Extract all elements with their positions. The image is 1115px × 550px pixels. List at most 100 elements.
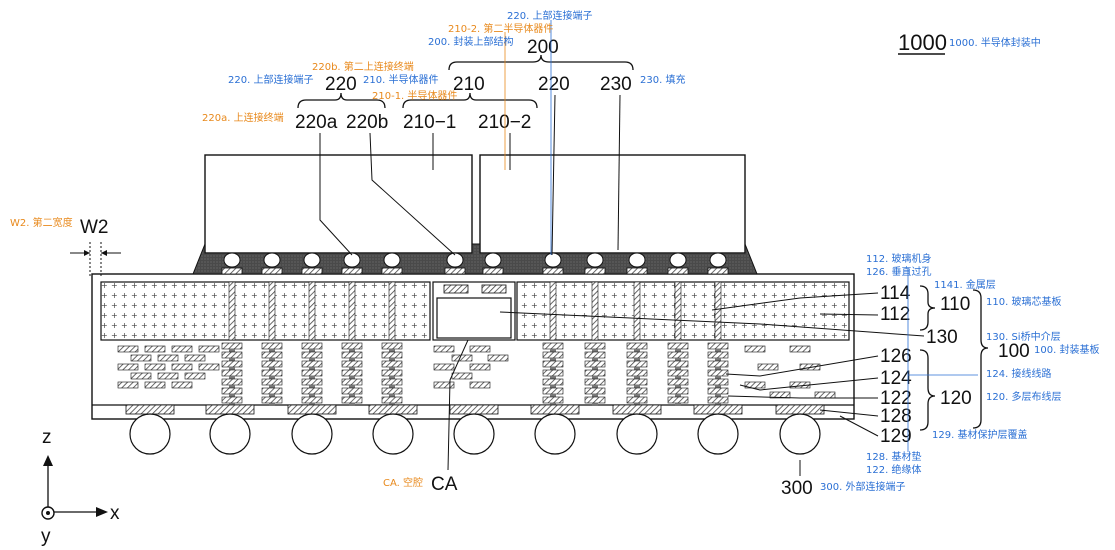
annotation-220b: 220b. 第二上连接终端	[312, 60, 414, 73]
leader-124	[739, 377, 879, 391]
external-connection-ball	[697, 413, 739, 455]
ref-CA: CA	[431, 474, 458, 495]
brace-200	[448, 54, 634, 71]
external-connection-ball	[129, 413, 171, 455]
vertical-via	[550, 403, 556, 406]
vertical-via	[592, 394, 598, 397]
vertical-via	[229, 367, 235, 370]
annotation-120: 120. 多层布线层	[986, 390, 1061, 403]
vertical-via	[715, 385, 721, 388]
x-arrow-icon	[96, 507, 108, 517]
axis-x-label: x	[110, 503, 120, 524]
solder-bump	[709, 252, 727, 268]
wiring-line	[381, 369, 403, 377]
wiring-line	[584, 360, 606, 368]
vertical-via	[229, 349, 235, 352]
solder-bump	[223, 252, 241, 268]
solder-bump	[544, 252, 562, 268]
wiring-line	[301, 378, 323, 386]
vertical-via	[550, 376, 556, 379]
wiring-line	[769, 391, 791, 399]
wiring-line	[469, 363, 491, 371]
wiring-line	[341, 351, 363, 359]
wiring-line	[341, 342, 363, 350]
wiring-line	[707, 351, 729, 359]
leader-220b	[369, 132, 456, 256]
vertical-via	[675, 367, 681, 370]
wiring-line	[198, 363, 220, 371]
wiring-line	[171, 363, 193, 371]
ref-128: 128	[880, 406, 912, 427]
ref-122: 122	[880, 388, 912, 409]
external-connection-ball	[453, 413, 495, 455]
vertical-via	[309, 385, 315, 388]
wiring-line	[198, 345, 220, 353]
annotation-220a: 220a. 上连接终端	[202, 111, 284, 124]
wiring-line	[184, 354, 206, 362]
wiring-line	[626, 369, 648, 377]
vertical-via	[389, 385, 395, 388]
vertical-via	[550, 349, 556, 352]
wiring-line	[626, 396, 648, 404]
vertical-via	[269, 349, 275, 352]
wiring-line	[171, 381, 193, 389]
bump-pad	[707, 267, 729, 275]
vertical-via	[675, 376, 681, 379]
solder-bump	[263, 252, 281, 268]
base-pad	[368, 404, 418, 415]
vertical-via	[675, 349, 681, 352]
z-arrow-icon	[43, 455, 53, 466]
wiring-line	[667, 387, 689, 395]
vertical-via	[349, 403, 355, 406]
solder-bump	[383, 252, 401, 268]
wiring-line	[144, 381, 166, 389]
vertical-via	[269, 367, 275, 370]
wiring-line	[221, 387, 243, 395]
leader-128	[819, 409, 879, 417]
wiring-line	[171, 345, 193, 353]
wiring-line	[626, 378, 648, 386]
vertical-via	[675, 358, 681, 361]
annotation-110: 110. 玻璃芯基板	[986, 295, 1061, 308]
glass-core-substrate-right	[516, 281, 850, 341]
vertical-via	[269, 376, 275, 379]
wiring-line	[301, 369, 323, 377]
wiring-line	[667, 396, 689, 404]
wiring-line	[301, 387, 323, 395]
leader-220a	[319, 133, 353, 256]
wiring-line	[584, 342, 606, 350]
annotation-300: 300. 外部连接端子	[820, 480, 905, 493]
base-pad	[205, 404, 255, 415]
leader-CA	[447, 339, 469, 471]
annotation-230: 230. 填充	[640, 73, 685, 86]
vertical-via	[349, 385, 355, 388]
bump-pad	[221, 267, 243, 275]
glass-core-substrate-left	[100, 281, 431, 341]
wiring-line	[301, 396, 323, 404]
vertical-via	[309, 358, 315, 361]
annotation-CA: CA. 空腔	[383, 476, 423, 489]
bridge-pad	[443, 284, 469, 294]
vertical-via	[634, 349, 640, 352]
vertical-via	[389, 358, 395, 361]
vertical-via	[633, 281, 641, 341]
vertical-via	[715, 358, 721, 361]
wiring-line	[221, 360, 243, 368]
vertical-via	[591, 281, 599, 341]
vertical-via	[675, 385, 681, 388]
external-connection-ball	[616, 413, 658, 455]
vertical-via	[229, 394, 235, 397]
annotation-1141: 1141. 金属层	[934, 278, 996, 291]
vertical-via	[592, 358, 598, 361]
external-connection-ball	[291, 413, 333, 455]
solder-bump	[303, 252, 321, 268]
brace-100	[972, 289, 989, 429]
vertical-via	[309, 367, 315, 370]
solder-bump	[586, 252, 604, 268]
wiring-line	[261, 351, 283, 359]
vertical-via	[715, 376, 721, 379]
wiring-line	[261, 342, 283, 350]
vertical-via	[269, 385, 275, 388]
wiring-line	[381, 342, 403, 350]
vertical-via	[229, 376, 235, 379]
